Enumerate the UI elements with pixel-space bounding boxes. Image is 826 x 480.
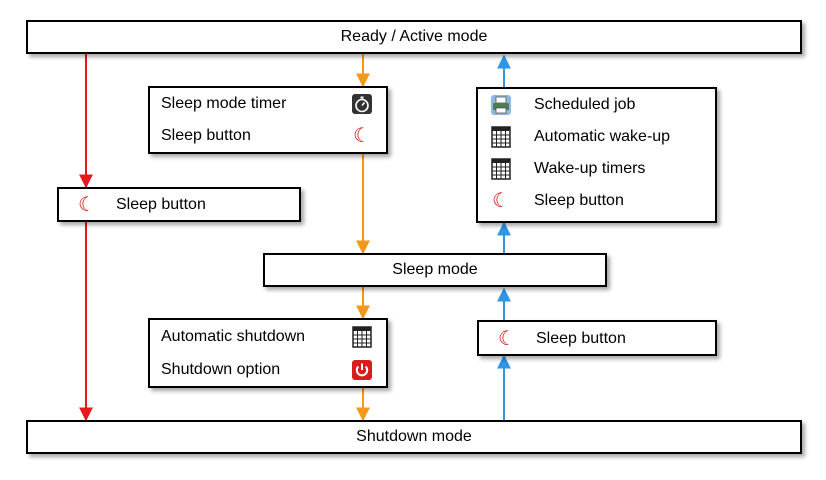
- ready-mode-box: Ready / Active mode: [26, 20, 802, 54]
- sleep-triggers-box: Sleep mode timer Sleep button ☾: [148, 86, 388, 154]
- sleep-mode-label: Sleep mode: [392, 261, 478, 278]
- shutdown-trigger-label: Automatic shutdown: [161, 328, 306, 345]
- power-icon: [351, 359, 373, 381]
- sleep-trigger-label: Sleep mode timer: [161, 95, 287, 112]
- wake-trigger-label: Wake-up timers: [534, 160, 646, 177]
- moon-icon: ☾: [492, 190, 510, 212]
- sleep-mode-box: Sleep mode: [263, 253, 607, 287]
- wake-trigger-label: Automatic wake-up: [534, 128, 671, 145]
- calendar-icon: [351, 326, 373, 348]
- wake-from-shutdown-label: Sleep button: [536, 330, 626, 347]
- direct-sleep-box: ☾ Sleep button: [57, 187, 301, 222]
- stopwatch-icon: [351, 93, 373, 115]
- direct-sleep-label: Sleep button: [116, 196, 206, 213]
- shutdown-mode-box: Shutdown mode: [26, 420, 802, 454]
- wake-from-shutdown-box: ☾ Sleep button: [477, 320, 717, 356]
- wake-trigger-label: Sleep button: [534, 192, 624, 209]
- moon-icon: ☾: [498, 328, 516, 350]
- calendar-icon: [490, 158, 512, 180]
- moon-icon: ☾: [78, 194, 96, 216]
- sleep-trigger-label: Sleep button: [161, 127, 251, 144]
- printer-icon: [490, 94, 512, 116]
- ready-mode-label: Ready / Active mode: [340, 28, 488, 45]
- calendar-icon: [490, 126, 512, 148]
- shutdown-mode-label: Shutdown mode: [356, 428, 472, 445]
- shutdown-triggers-box: Automatic shutdown Shutdown option: [148, 318, 388, 388]
- wake-trigger-label: Scheduled job: [534, 96, 636, 113]
- moon-icon: ☾: [353, 125, 371, 147]
- wake-triggers-box: Scheduled job Automatic wake-up Wake-up …: [476, 87, 717, 223]
- shutdown-trigger-label: Shutdown option: [161, 361, 281, 378]
